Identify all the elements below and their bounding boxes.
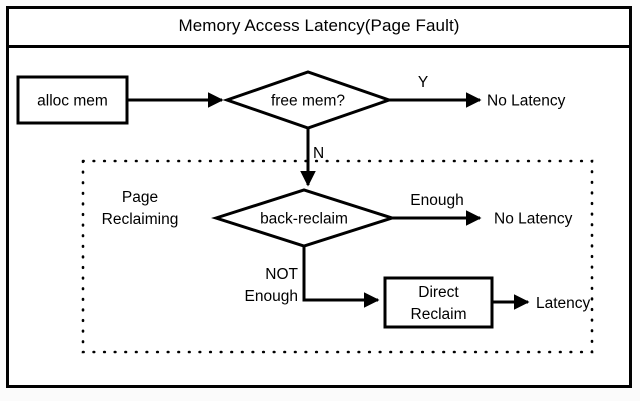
page-title: Memory Access Latency(Page Fault) <box>178 15 460 35</box>
alloc-mem-label: alloc mem <box>37 93 108 110</box>
no-latency-mid-label: No Latency <box>494 211 573 228</box>
no-latency-top-label: No Latency <box>487 93 566 110</box>
page-reclaiming-label-line1: Page <box>122 189 158 206</box>
edge-label-enough: Enough <box>410 192 463 209</box>
page-reclaiming-label-line2: Reclaiming <box>102 211 179 228</box>
latency-label: Latency <box>536 295 591 312</box>
free-mem-label: free mem? <box>271 93 345 110</box>
edge-label-not-enough-line2: Enough <box>245 288 298 305</box>
direct-reclaim-box[interactable] <box>383 276 494 329</box>
edge-label-no: N <box>313 145 324 162</box>
edge-reclaim-not-enough <box>302 246 380 308</box>
edge-label-not-enough-line1: NOT <box>265 266 298 283</box>
back-reclaim-label: back-reclaim <box>260 211 348 228</box>
edge-label-yes: Y <box>418 74 428 91</box>
direct-reclaim-label-line1: Direct <box>418 284 459 301</box>
page-reclaiming-region <box>81 159 594 354</box>
direct-reclaim-label-line2: Reclaim <box>411 306 467 323</box>
title-bar: Memory Access Latency(Page Fault) <box>6 6 632 48</box>
